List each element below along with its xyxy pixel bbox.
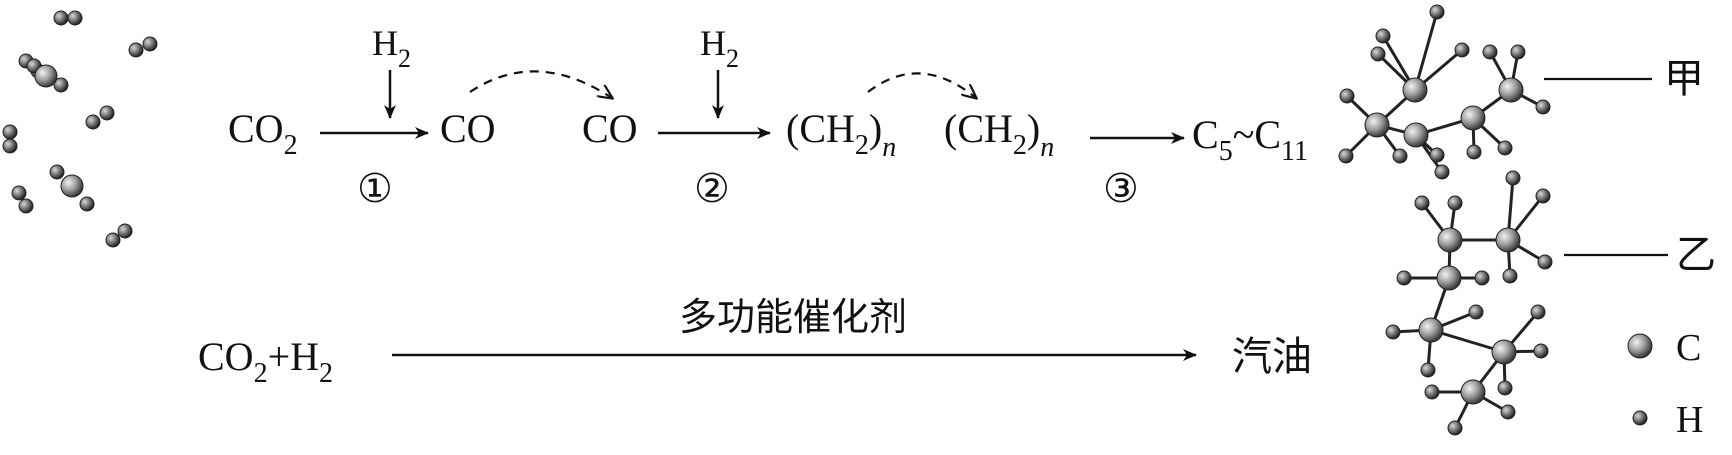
yi-hydrogen-atom [1530, 304, 1546, 320]
jia-hydrogen-atom [1392, 148, 1408, 164]
jia-hydrogen-atom [1429, 147, 1445, 163]
yi-carbon-atom [1491, 339, 1517, 365]
yi-cc-bond [1430, 328, 1505, 354]
catalyst-label: 多功能催化剂 [679, 295, 907, 339]
jia-hydrogen-atom [1497, 140, 1513, 156]
yi-hydrogen-atom [1385, 324, 1401, 340]
step2: CO H2 ② (CH2)n [582, 23, 896, 212]
gas-hydrogen-atom [67, 10, 83, 26]
gas-atom-end [53, 77, 69, 93]
jia-hydrogen-atom [1510, 44, 1526, 60]
jia-carbon-atom [1460, 105, 1486, 131]
jia-hydrogen-atom [1482, 44, 1498, 60]
yi-hydrogen-atom [1468, 304, 1484, 320]
yi-hydrogen-atom [1500, 404, 1516, 420]
yi-hydrogen-atom [1497, 380, 1513, 396]
yi-hydrogen-atom [1396, 270, 1412, 286]
gas-hydrogen-atom [2, 138, 18, 154]
yi-carbon-atom [1436, 265, 1462, 291]
step1-product: CO [440, 106, 496, 151]
step3: (CH2)n ③ C5~C11 [944, 106, 1308, 212]
yi-hydrogen-atom [1414, 195, 1430, 211]
legend-carbon-label: C [1676, 327, 1701, 369]
gas-hydrogen-atom [99, 105, 115, 121]
gas-hydrogen-atom [117, 223, 133, 239]
jia-hydrogen-atom [1339, 88, 1355, 104]
yi-carbon-atom [1437, 227, 1463, 253]
yi-carbon-atom [1418, 317, 1444, 343]
yi-carbon-atom [1495, 227, 1521, 253]
jia-ch-bond [1413, 11, 1439, 91]
gas-hydrogen-atom [128, 42, 144, 58]
transfer-arrow-1 [469, 70, 612, 98]
step2-reagent: H2 [700, 23, 739, 73]
yi-hydrogen-atom [1420, 362, 1436, 378]
overall-reaction: CO2+H2 多功能催化剂 汽油 [198, 295, 1312, 389]
jia-hydrogen-atom [1434, 164, 1450, 180]
jia-carbon-atom [1498, 77, 1524, 103]
yi-label: 乙 [1676, 232, 1716, 278]
gas-atom-end [49, 164, 65, 180]
gas-hydrogen-atom [53, 10, 69, 26]
gas-hydrogen-atom [18, 198, 34, 214]
yi-hydrogen-atom [1447, 195, 1463, 211]
jia-hydrogen-atom [1466, 144, 1482, 160]
yi-hydrogen-atom [1505, 170, 1521, 186]
yi-hydrogen-atom [1537, 254, 1553, 270]
jia-hydrogen-atom [1370, 46, 1386, 62]
gas-hydrogen-atom [11, 185, 27, 201]
yi-hydrogen-atom [1533, 343, 1549, 359]
gas-atom-center [34, 64, 58, 88]
yi-hydrogen-atom [1502, 268, 1518, 284]
molecule-jia [1338, 4, 1551, 180]
yi-hydrogen-atom [1474, 270, 1490, 286]
step1-reagent: H2 [372, 23, 411, 73]
step1: CO2 H2 ① CO [228, 23, 496, 212]
gas-hydrogen-atom [142, 36, 158, 52]
gas-atom-end [79, 196, 95, 212]
step2-product: (CH2)n [786, 106, 896, 163]
transfer-arrow-2 [867, 72, 976, 98]
legend-carbon-swatch [1627, 333, 1653, 359]
step2-number: ② [694, 166, 730, 212]
gas-hydrogen-atom [105, 232, 121, 248]
yi-hydrogen-atom [1424, 384, 1440, 400]
legend-hydrogen-label: H [1676, 399, 1703, 441]
gas-atom-center [60, 174, 84, 198]
jia-hydrogen-atom [1429, 4, 1445, 20]
step3-reactant: (CH2)n [944, 106, 1054, 163]
gas-hydrogen-atom [85, 114, 101, 130]
jia-hydrogen-atom [1338, 148, 1354, 164]
jia-hydrogen-atom [1454, 42, 1470, 58]
yi-carbon-atom [1460, 379, 1486, 405]
legend-hydrogen-swatch [1632, 410, 1648, 426]
jia-hydrogen-atom [1375, 28, 1391, 44]
gas-hydrogen-atom [2, 124, 18, 140]
step1-reactant: CO2 [228, 106, 298, 161]
molecule-yi [1385, 170, 1553, 436]
yi-hydrogen-atom [1447, 420, 1463, 436]
jia-carbon-atom [1364, 112, 1390, 138]
overall-product: 汽油 [1232, 334, 1312, 380]
jia-carbon-atom [1403, 122, 1429, 148]
step3-number: ③ [1103, 166, 1139, 212]
overall-reactants: CO2+H2 [198, 334, 333, 389]
yi-hydrogen-atom [1535, 188, 1551, 204]
gas-molecules [2, 10, 158, 248]
jia-carbon-atom [1402, 77, 1428, 103]
jia-hydrogen-atom [1535, 99, 1551, 115]
legend: C H [1627, 327, 1703, 441]
step3-product: C5~C11 [1192, 112, 1308, 167]
jia-label: 甲 [1664, 56, 1704, 102]
step2-reactant: CO [582, 106, 638, 151]
step1-number: ① [357, 166, 393, 212]
